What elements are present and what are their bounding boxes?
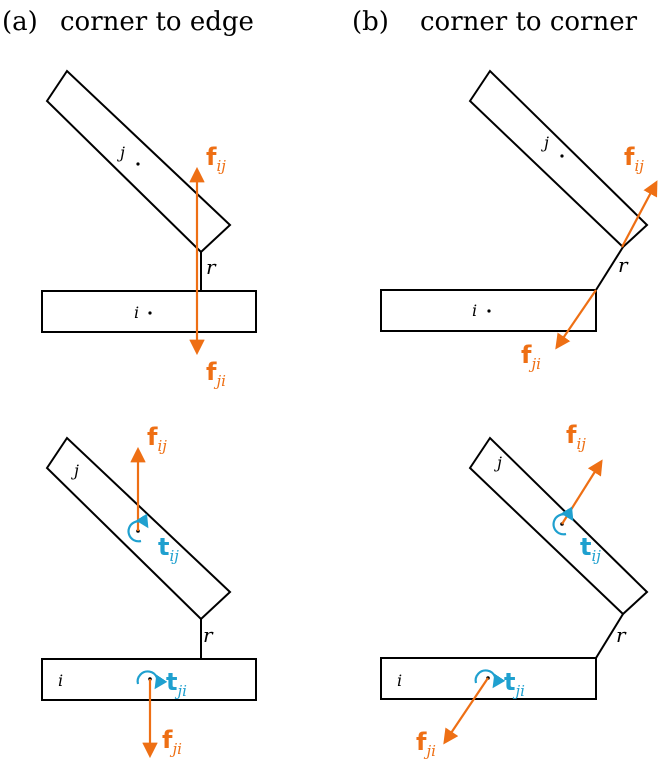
- force-ji-arrow: [443, 677, 489, 745]
- body-i-label: i: [397, 671, 402, 690]
- body-j-rect: [468, 436, 649, 616]
- force-ji-label: fji: [162, 726, 182, 758]
- body-j-label: j: [541, 133, 549, 152]
- force-ji-label: fji: [521, 341, 541, 373]
- panel-a-top: j i r fij fji: [41, 69, 257, 390]
- body-j-rect: [45, 69, 232, 254]
- body-j-rect: [45, 436, 232, 621]
- body-j-label: j: [71, 461, 79, 480]
- torque-ji-arrow: [136, 670, 168, 690]
- force-ij-label: fij: [147, 423, 167, 455]
- force-ji-arrow: [555, 289, 597, 350]
- panel-b-title: corner to corner: [420, 7, 638, 37]
- panel-b-bottom: j i r fij tij tji fji: [380, 421, 649, 760]
- contact-vector-r: [595, 246, 624, 291]
- body-i-rect: [380, 657, 597, 700]
- body-i-center: [148, 311, 152, 315]
- force-ij-arrow: [621, 180, 658, 248]
- torque-ji-label: tji: [504, 668, 525, 700]
- body-i-center: [487, 309, 491, 313]
- torque-ij-label: tij: [158, 533, 179, 565]
- torque-ij-arrow: [552, 506, 574, 536]
- panel-a-title: corner to edge: [60, 7, 254, 37]
- body-j-label: j: [117, 143, 125, 162]
- panel-a-bottom: j i r fij tij tji fji: [41, 423, 257, 759]
- body-j-label: j: [494, 453, 502, 472]
- torque-ji-label: tji: [166, 668, 187, 700]
- torque-ji-arrow: [474, 669, 506, 689]
- force-ij-label: fij: [206, 143, 226, 175]
- body-i-label: i: [472, 301, 477, 320]
- panel-a-letter: (a): [2, 7, 38, 37]
- body-i-label: i: [58, 671, 63, 690]
- body-i-rect: [41, 290, 257, 333]
- body-i-label: i: [134, 303, 139, 322]
- contact-r-label: r: [203, 623, 214, 647]
- body-j-rect: [468, 69, 649, 249]
- body-i-rect: [380, 289, 597, 332]
- force-ij-label: fij: [624, 143, 644, 175]
- contact-vector-r: [595, 613, 624, 659]
- panel-b-letter: (b): [352, 7, 389, 37]
- torque-ij-label: tij: [580, 533, 601, 565]
- force-ji-label: fji: [416, 728, 436, 760]
- contact-r-label: r: [206, 255, 217, 279]
- contact-r-label: r: [618, 253, 629, 277]
- force-ji-label: fji: [206, 358, 226, 390]
- panel-b-top: j i r fij fji: [380, 69, 658, 373]
- torque-ij-arrow: [127, 513, 149, 543]
- force-ij-label: fij: [566, 421, 586, 453]
- body-j-center: [560, 154, 564, 158]
- contact-r-label: r: [616, 623, 627, 647]
- body-j-center: [136, 162, 140, 166]
